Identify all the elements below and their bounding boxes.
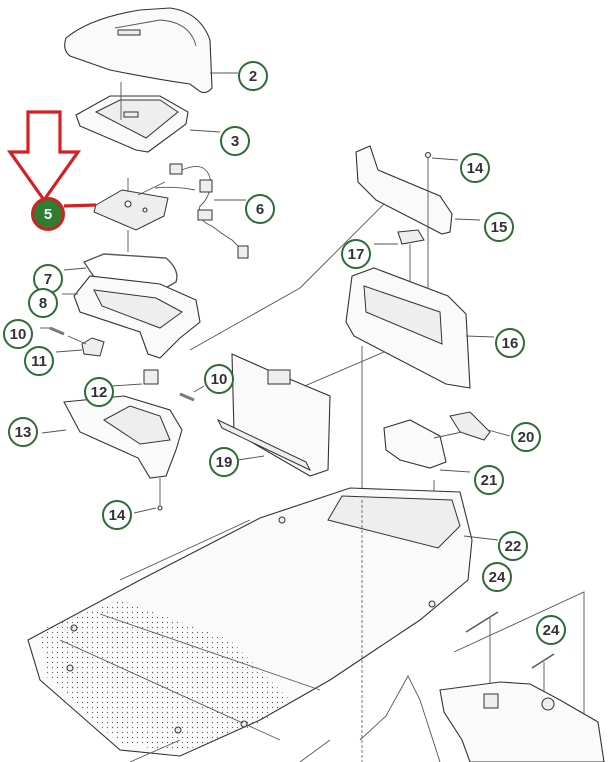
part-spring-right[interactable] xyxy=(179,392,195,402)
callout-21[interactable]: 21 xyxy=(474,465,504,495)
part-spring-left[interactable] xyxy=(49,326,65,336)
part-base-plate[interactable] xyxy=(439,681,605,762)
part-gasket[interactable] xyxy=(82,253,178,291)
part-sensor[interactable] xyxy=(449,411,491,441)
part-panel[interactable] xyxy=(383,419,447,469)
callout-10-right[interactable]: 10 xyxy=(204,364,234,394)
part-wiring-harness[interactable] xyxy=(154,163,249,259)
part-bin[interactable] xyxy=(345,267,471,389)
callout-14-left[interactable]: 14 xyxy=(102,500,132,530)
highlight-arrow-icon xyxy=(6,110,97,208)
callout-20[interactable]: 20 xyxy=(511,422,541,452)
callout-12[interactable]: 12 xyxy=(84,377,114,407)
part-latch[interactable] xyxy=(81,337,105,357)
dotted-grip-area xyxy=(40,600,290,752)
callout-8[interactable]: 8 xyxy=(28,288,58,318)
callout-14-right[interactable]: 14 xyxy=(460,153,490,183)
callout-17[interactable]: 17 xyxy=(341,239,371,269)
part-housing[interactable] xyxy=(73,275,201,359)
callout-24-upper[interactable]: 24 xyxy=(482,562,512,592)
part-base[interactable] xyxy=(63,395,183,479)
callout-19[interactable]: 19 xyxy=(209,447,239,477)
callout-13[interactable]: 13 xyxy=(8,417,38,447)
callout-15[interactable]: 15 xyxy=(484,212,514,242)
part-switch[interactable] xyxy=(143,369,159,385)
part-bracket[interactable] xyxy=(355,145,453,235)
callout-24-lower[interactable]: 24 xyxy=(536,615,566,645)
callout-6[interactable]: 6 xyxy=(245,194,275,224)
callout-11[interactable]: 11 xyxy=(24,346,54,376)
callout-2[interactable]: 2 xyxy=(238,61,268,91)
callout-22[interactable]: 22 xyxy=(498,531,528,561)
callout-10-left[interactable]: 10 xyxy=(3,319,33,349)
callout-5-highlighted[interactable]: 5 xyxy=(31,197,65,231)
part-door[interactable] xyxy=(216,353,331,477)
part-inner-lid[interactable] xyxy=(75,95,189,153)
part-clip[interactable] xyxy=(397,229,425,245)
callout-3[interactable]: 3 xyxy=(220,126,250,156)
part-top-cover[interactable] xyxy=(64,7,213,94)
callout-16[interactable]: 16 xyxy=(495,328,525,358)
part-circuit-board[interactable] xyxy=(93,189,169,231)
